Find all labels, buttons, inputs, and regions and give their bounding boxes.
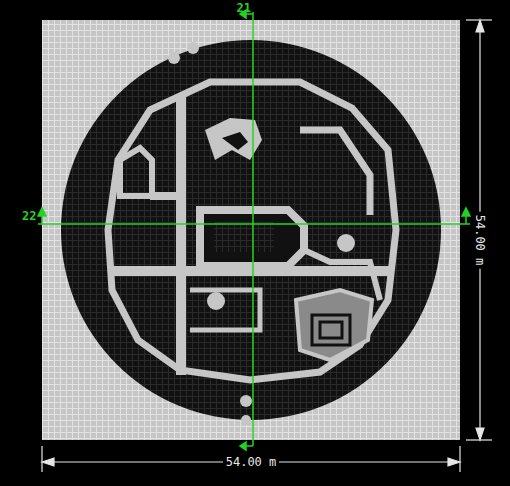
dot <box>337 234 355 252</box>
path <box>300 130 370 215</box>
dimension-text: 54.00 m <box>223 455 280 469</box>
disc <box>61 40 441 420</box>
dot <box>207 292 225 310</box>
building-core <box>214 222 274 252</box>
block <box>190 290 260 330</box>
dimension-line <box>42 20 492 472</box>
section-line <box>38 10 470 450</box>
dot <box>187 42 199 54</box>
dot <box>241 415 251 425</box>
section-number: 21 <box>237 1 251 15</box>
section-number: 22 <box>22 209 36 223</box>
dimension-text: 54.00 m <box>473 212 487 269</box>
building <box>200 210 304 266</box>
loop-hole <box>222 132 248 150</box>
yard <box>296 290 372 360</box>
dot <box>240 395 252 407</box>
dot <box>168 52 180 64</box>
bar <box>150 192 180 200</box>
bar <box>176 95 186 375</box>
block <box>120 148 152 196</box>
inner-outline <box>108 82 396 380</box>
ground <box>42 20 460 440</box>
yard-detail <box>312 315 350 345</box>
